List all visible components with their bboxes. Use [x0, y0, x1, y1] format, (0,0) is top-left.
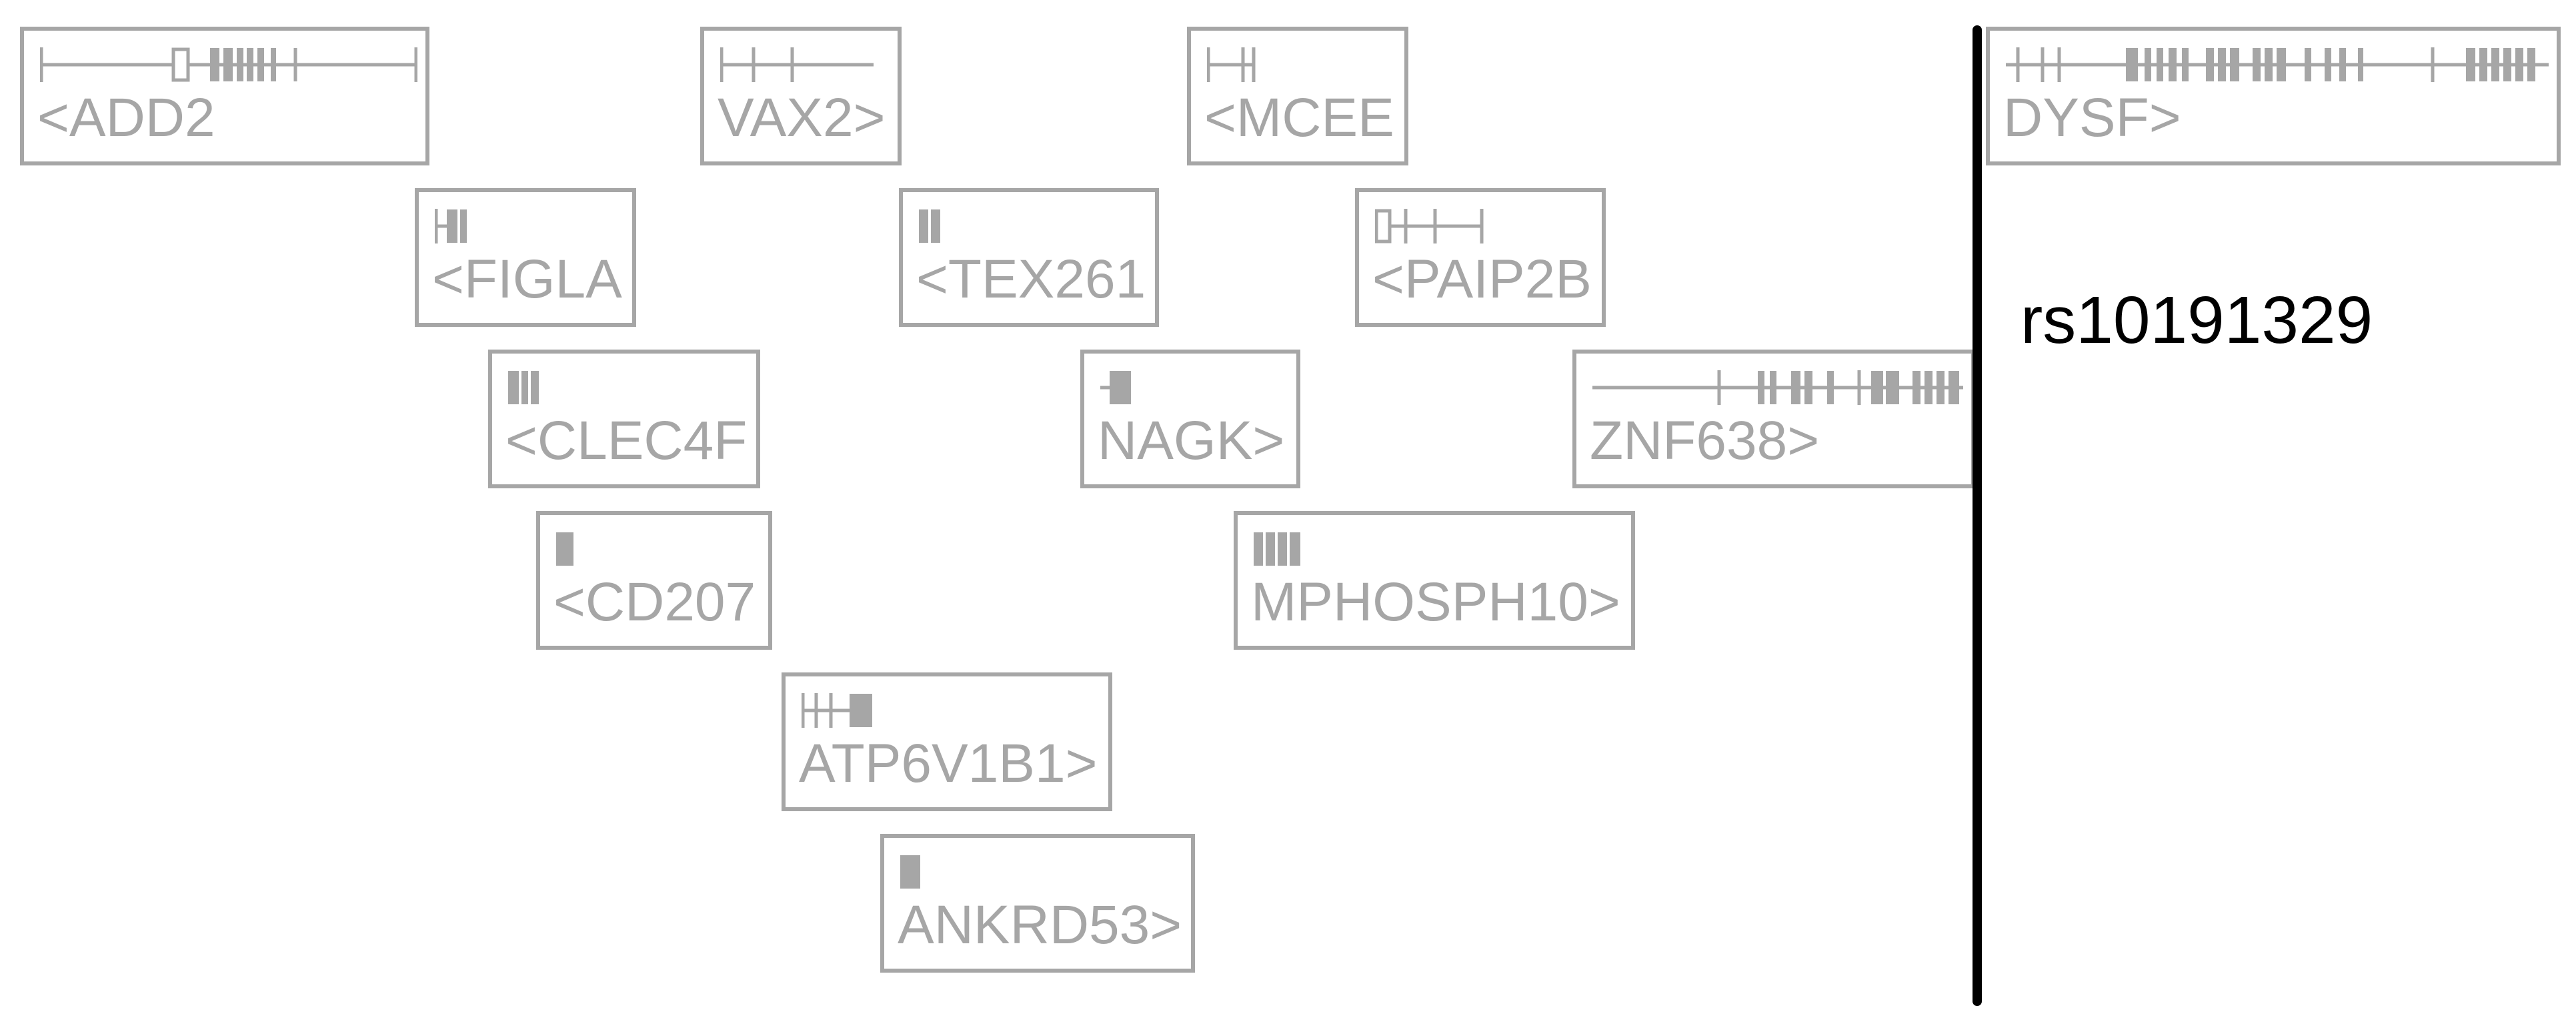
- gene-label-figla: <FIGLA: [432, 249, 622, 310]
- gene-box-figla: <FIGLA: [415, 188, 636, 327]
- gene-box-vax2: VAX2>: [700, 27, 902, 165]
- gene-label-atp6v1b1: ATP6V1B1>: [799, 733, 1098, 794]
- gene-structure-figla: [435, 209, 467, 243]
- gene-box-clec4f: <CLEC4F: [488, 350, 760, 488]
- gene-label-mphosph10: MPHOSPH10>: [1251, 572, 1620, 632]
- snp-position-line: [1973, 25, 1982, 1006]
- gene-box-ankrd53: ANKRD53>: [880, 834, 1195, 973]
- gene-label-clec4f: <CLEC4F: [505, 410, 748, 471]
- gene-box-nagk: NAGK>: [1080, 350, 1300, 488]
- gene-structure-mcee: [1207, 47, 1256, 82]
- gene-box-tex261: <TEX261: [899, 188, 1159, 327]
- gene-structure-nagk: [1100, 371, 1131, 404]
- gene-structure-atp6v1b1: [802, 693, 872, 728]
- gene-structure-dysf: [2006, 47, 2549, 82]
- gene-box-atp6v1b1: ATP6V1B1>: [782, 672, 1112, 811]
- gene-box-znf638: ZNF638>: [1572, 350, 1975, 488]
- gene-structure-add2: [40, 47, 417, 82]
- gene-label-vax2: VAX2>: [718, 87, 886, 148]
- gene-structure-tex261: [919, 209, 940, 243]
- gene-label-ankrd53: ANKRD53>: [898, 895, 1182, 955]
- gene-structure-ankrd53: [900, 855, 920, 889]
- gene-box-add2: <ADD2: [20, 27, 429, 165]
- gene-label-cd207: <CD207: [553, 572, 756, 632]
- gene-structure-vax2: [720, 47, 874, 82]
- gene-label-paip2b: <PAIP2B: [1372, 249, 1592, 310]
- gene-structure-mphosph10: [1254, 532, 1300, 566]
- gene-label-mcee: <MCEE: [1204, 87, 1394, 148]
- gene-label-nagk: NAGK>: [1098, 410, 1285, 471]
- gene-box-paip2b: <PAIP2B: [1355, 188, 1606, 327]
- gene-structure-paip2b: [1375, 209, 1484, 243]
- gene-label-dysf: DYSF>: [2003, 87, 2181, 148]
- gene-label-tex261: <TEX261: [916, 249, 1146, 310]
- gene-structure-clec4f: [508, 371, 539, 404]
- gene-box-cd207: <CD207: [536, 511, 772, 650]
- gene-box-mcee: <MCEE: [1187, 27, 1408, 165]
- gene-box-mphosph10: MPHOSPH10>: [1234, 511, 1635, 650]
- gene-label-znf638: ZNF638>: [1590, 410, 1820, 471]
- gene-structure-znf638: [1592, 370, 1963, 405]
- gene-structure-cd207: [556, 532, 573, 566]
- gene-box-dysf: DYSF>: [1986, 27, 2561, 165]
- gene-label-add2: <ADD2: [37, 87, 215, 148]
- snp-label: rs10191329: [2021, 283, 2373, 358]
